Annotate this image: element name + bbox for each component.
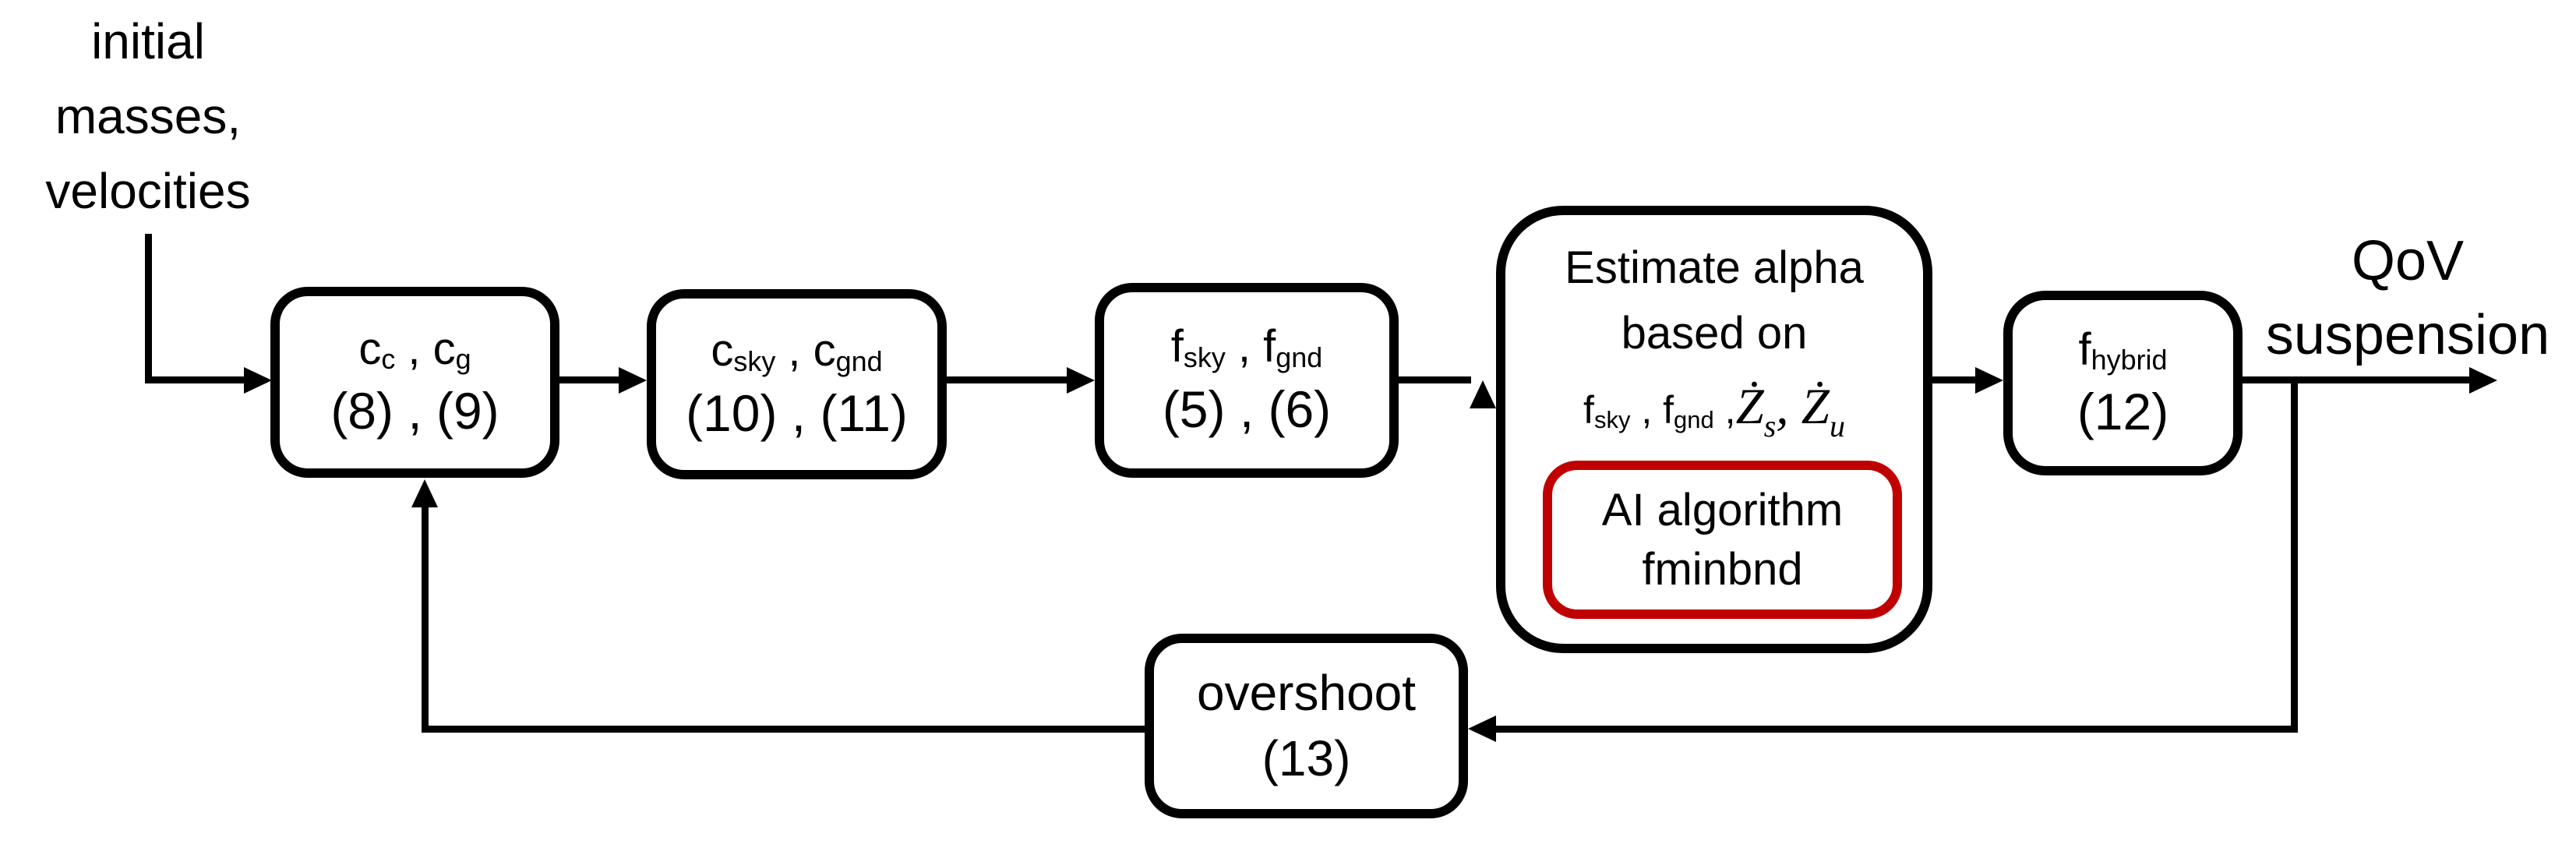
connector-output xyxy=(2239,376,2471,383)
arrowhead-into-estimate-alpha-icon xyxy=(1470,367,1496,408)
connector-feedback-up xyxy=(422,503,429,733)
arrowhead-into-cc-cg-icon xyxy=(244,367,272,394)
box-cc-cg-title: cc , cg xyxy=(358,323,471,376)
box-overshoot-title: overshoot xyxy=(1196,665,1417,722)
arrowhead-output-icon xyxy=(2469,367,2497,394)
box-fsky-fgnd: fsky , fgnd (5) , (6) xyxy=(1095,283,1399,478)
estimate-alpha-inputs: fsky , fgnd ,Żs, Żu xyxy=(1583,379,1845,443)
box-csky-cgnd: csky , cgnd (10) , (11) xyxy=(647,289,947,479)
box-fhybrid: fhybrid (12) xyxy=(2003,291,2243,475)
arrowhead-into-fhybrid-icon xyxy=(1975,367,2003,394)
box-ai-algorithm: AI algorithm fminbnd xyxy=(1543,461,1902,619)
output-label: QoV suspension xyxy=(2244,224,2571,373)
box-fhybrid-equations: (12) xyxy=(2077,383,2169,441)
box-cc-cg-equations: (8) , (9) xyxy=(330,382,499,440)
input-label: initial masses, velocities xyxy=(12,4,284,228)
arrowhead-into-overshoot-icon xyxy=(1468,716,1496,742)
connector-input-vertical xyxy=(145,234,152,383)
box-fsky-fgnd-equations: (5) , (6) xyxy=(1162,380,1332,438)
box-overshoot: overshoot (13) xyxy=(1145,634,1468,818)
connector-feedback-down xyxy=(2291,376,2298,733)
box-estimate-alpha: Estimate alpha based on fsky , fgnd ,Żs,… xyxy=(1496,206,1932,653)
box-fhybrid-title: fhybrid xyxy=(2078,323,2168,376)
connector-feedback-right-segment xyxy=(1494,726,2298,733)
ai-algorithm-label: AI algorithm xyxy=(1601,485,1844,536)
output-label-line2: suspension xyxy=(2265,304,2550,367)
connector-cc-to-csky xyxy=(556,376,622,383)
box-csky-cgnd-equations: (10) , (11) xyxy=(686,383,908,442)
estimate-alpha-line2: based on xyxy=(1621,308,1808,359)
estimate-alpha-line1: Estimate alpha xyxy=(1565,242,1864,293)
box-csky-cgnd-title: csky , cgnd xyxy=(711,325,883,377)
input-label-line1: initial xyxy=(91,13,205,69)
connector-estimate-to-fhybrid xyxy=(1929,376,1978,383)
connector-csky-to-fsky xyxy=(944,376,1068,383)
input-label-line2: masses, xyxy=(55,88,242,144)
arrowhead-into-fsky-fgnd-icon xyxy=(1067,367,1095,394)
arrowhead-into-csky-cgnd-icon xyxy=(619,367,647,394)
arrowhead-feedback-into-cc-cg-icon xyxy=(411,479,438,507)
input-label-line3: velocities xyxy=(45,163,251,219)
connector-feedback-left-segment xyxy=(422,726,1145,733)
connector-input-horizontal xyxy=(145,376,246,383)
output-label-line1: QoV xyxy=(2351,230,2465,292)
connector-fsky-to-estimate xyxy=(1396,376,1471,383)
box-overshoot-equation: (13) xyxy=(1262,730,1351,786)
box-fsky-fgnd-title: fsky , fgnd xyxy=(1170,321,1323,373)
fminbnd-label: fminbnd xyxy=(1642,543,1803,595)
box-cc-cg: cc , cg (8) , (9) xyxy=(270,287,559,478)
